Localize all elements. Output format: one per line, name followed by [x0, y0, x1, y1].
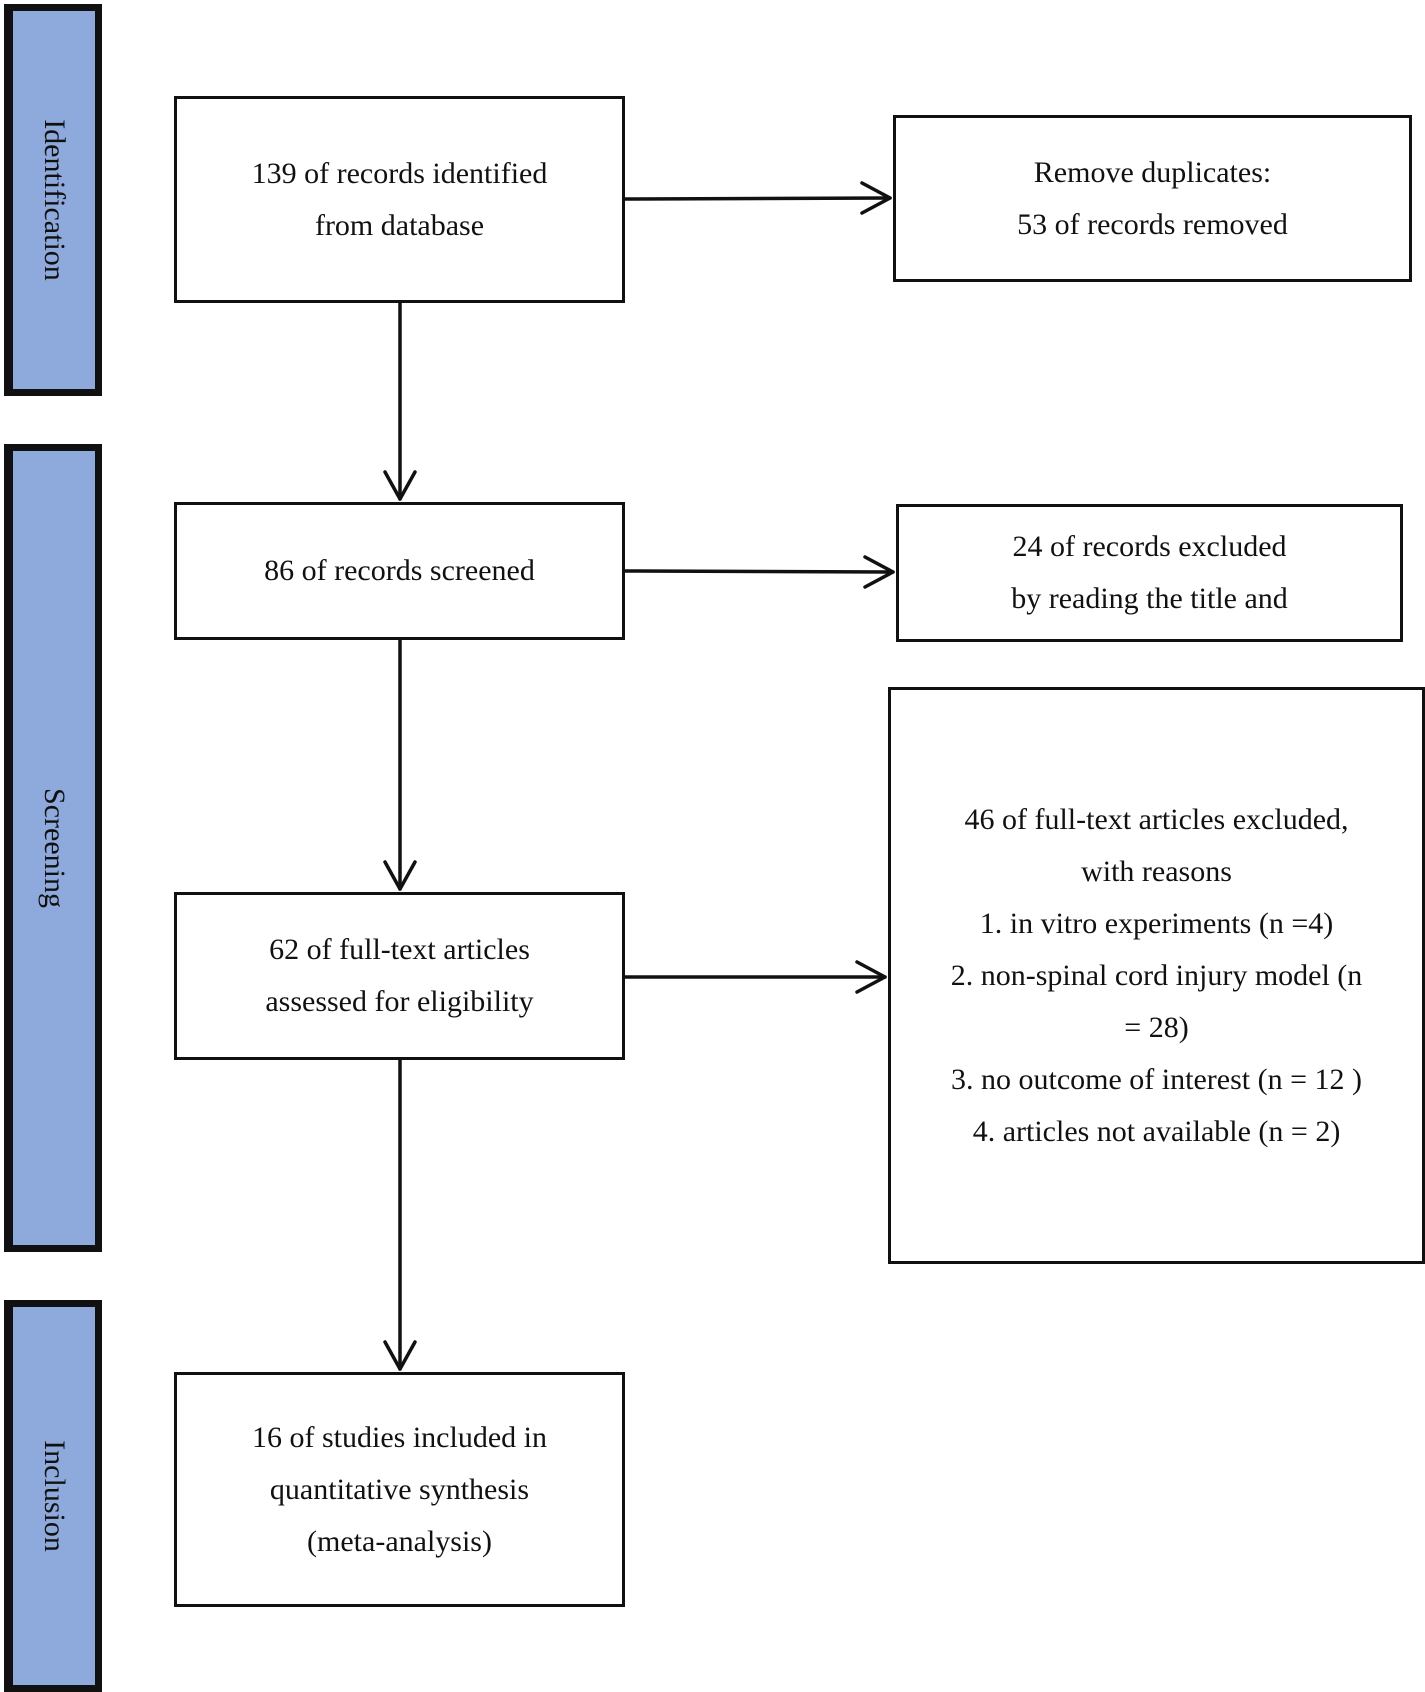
phase-bar-identification: Identification: [4, 4, 102, 396]
box-studies-included-line-3: (meta-analysis): [307, 1524, 492, 1558]
box-records-excluded-title: 24 of records excluded by reading the ti…: [896, 504, 1403, 642]
box-fulltext-excluded-line-2: with reasons: [1081, 854, 1232, 888]
phase-bar-screening: Screening: [4, 444, 102, 1252]
box-fulltext-excluded-reason-1: 1. in vitro experiments (n =4): [979, 906, 1334, 940]
box-fulltext-excluded-reason-2-cont: = 28): [1124, 1010, 1189, 1044]
box-remove-duplicates-line-1: Remove duplicates:: [1033, 155, 1272, 189]
box-fulltext-excluded-line-1: 46 of full-text articles excluded,: [964, 802, 1349, 836]
arrowhead-screened: [383, 470, 417, 501]
phase-bar-inclusion: Inclusion: [4, 1300, 102, 1692]
box-studies-included-line-2: quantitative synthesis: [269, 1472, 530, 1506]
box-fulltext-excluded: 46 of full-text articles excluded, with …: [888, 687, 1425, 1264]
box-fulltext-assessed-line-2: assessed for eligibility: [265, 985, 534, 1018]
arrow-identified-to-duplicates: [623, 196, 892, 201]
arrowhead-duplicates: [860, 181, 892, 215]
box-studies-included-line-1: 16 of studies included in: [252, 1420, 547, 1454]
arrow-screened-to-excluded-title: [623, 569, 895, 574]
box-remove-duplicates: Remove duplicates: 53 of records removed: [893, 115, 1412, 282]
box-records-identified-line-2: from database: [314, 208, 485, 242]
box-records-screened: 86 of records screened: [174, 502, 625, 640]
box-records-excluded-title-line-2: by reading the title and: [1011, 582, 1288, 615]
arrowhead-assessed: [383, 860, 417, 891]
box-fulltext-assessed-line-1: 62 of full-text articles: [269, 933, 530, 966]
arrowhead-included: [383, 1340, 417, 1371]
box-records-identified: 139 of records identified from database: [174, 96, 625, 303]
box-fulltext-excluded-reason-4: 4. articles not available (n = 2): [972, 1114, 1341, 1148]
box-records-identified-line-1: 139 of records identified: [251, 156, 548, 190]
box-records-screened-line-1: 86 of records screened: [264, 554, 535, 587]
arrowhead-excluded-fulltext: [855, 960, 887, 994]
box-remove-duplicates-line-2: 53 of records removed: [1017, 207, 1288, 241]
box-fulltext-assessed: 62 of full-text articles assessed for el…: [174, 892, 625, 1060]
box-studies-included: 16 of studies included in quantitative s…: [174, 1372, 625, 1607]
box-fulltext-excluded-reason-2: 2. non-spinal cord injury model (n: [950, 958, 1363, 992]
box-records-excluded-title-line-1: 24 of records excluded: [1012, 530, 1287, 563]
arrowhead-excluded-title: [863, 555, 895, 589]
box-fulltext-excluded-reason-3: 3. no outcome of interest (n = 12 ): [951, 1062, 1362, 1096]
